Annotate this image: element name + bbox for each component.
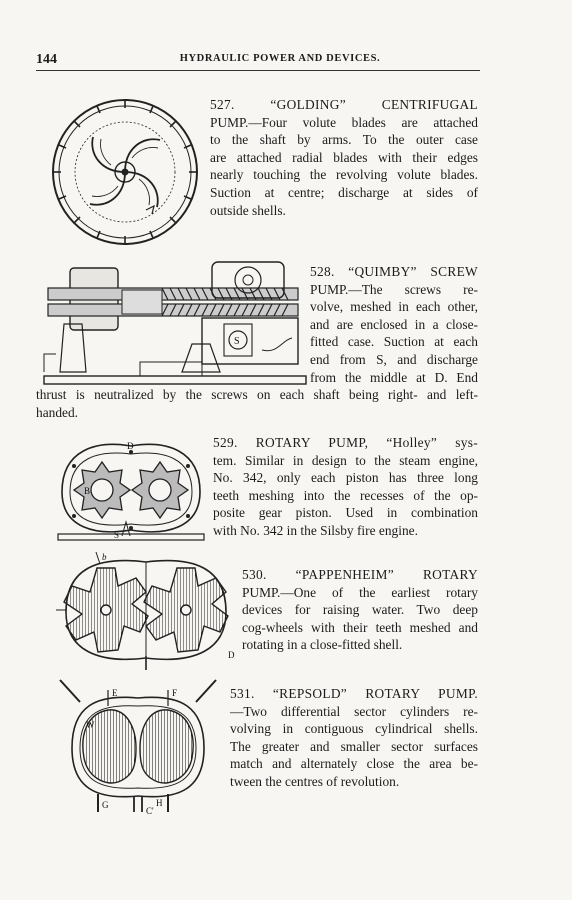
page-number: 144: [36, 52, 57, 67]
entry-527-line-3: to the shaft by arms. To the outer case: [210, 132, 478, 148]
entry-530-line-3: devices for raising water. Two deep: [242, 602, 478, 618]
entry-531-line-6: tween the centres of revolution.: [230, 773, 400, 789]
entry-528-line-5: fitted case. Suction at each: [310, 334, 478, 350]
figure-531-repsold-pump: E F W G H C': [56, 678, 220, 816]
figure-529-label-d: D: [127, 441, 134, 451]
figure-530-pappenheim-pump: b D: [56, 550, 238, 672]
entry-527-line-7: outside shells.: [210, 202, 286, 218]
entry-528-continued: thrust is neutralized by the screws on e…: [36, 386, 478, 421]
entry-527-line-2: PUMP.—Four volute blades are attached: [210, 114, 478, 130]
entry-527: 527. “GOLDING” CENTRIFUGAL PUMP.—Four vo…: [210, 96, 478, 219]
figure-528-label-s: S: [234, 336, 240, 347]
entry-529-line-3: No. 342, only each piston has three long: [213, 470, 478, 486]
entry-527-line-6: Suction at centre; discharge at sides of: [210, 184, 478, 200]
figure-529-holley-rotary-pump: B D S: [56, 436, 206, 542]
entry-528-line-8: thrust is neutralized by the screws on e…: [36, 387, 478, 402]
entry-531-line-1: 531. “REPSOLD” ROTARY PUMP.: [230, 686, 478, 701]
entry-530-line-4: cog-wheels with their teeth meshed and: [242, 619, 478, 635]
entry-528-line-6: end from S, and discharge: [310, 351, 478, 367]
entry-529-line-6: with No. 342 in the Silsby fire engine.: [213, 522, 418, 538]
figure-530-label-d: D: [228, 650, 235, 660]
figure-531-label-w: W: [86, 720, 95, 730]
entry-528-line-3: volve, meshed in each other,: [310, 299, 478, 315]
figure-527-golding-pump: [48, 96, 202, 248]
entry-530-line-1: 530. “PAPPENHEIM” ROTARY: [242, 567, 478, 582]
figure-529-label-s: S: [114, 530, 119, 540]
page-header: 144 HYDRAULIC POWER AND DEVICES.: [36, 52, 524, 67]
figure-530-label-b: b: [102, 552, 107, 562]
entry-528-line-9: handed.: [36, 404, 79, 420]
entry-528-line-2: PUMP.—The screws re-: [310, 281, 478, 297]
entry-528-line-1: 528. “QUIMBY” SCREW: [310, 264, 478, 279]
entry-527-line-5: nearly touching the revolving volute bla…: [210, 167, 478, 183]
entry-530-line-2: PUMP.—One of the earliest rotary: [242, 584, 478, 600]
header-rule: [36, 70, 480, 71]
entry-529-line-2: tem. Similar in design to the steam engi…: [213, 452, 478, 468]
figure-529-label-b: B: [84, 486, 90, 496]
entry-530-line-5: rotating in a close-fitted shell.: [242, 637, 403, 653]
entry-531-line-5: match and alternately close the area be-: [230, 756, 478, 772]
figure-531-label-g: G: [102, 800, 109, 810]
entry-531-line-3: volving in contiguous cylindrical shells…: [230, 721, 478, 737]
figure-531-label-c-prime: C': [146, 806, 154, 816]
figure-531-label-h: H: [156, 798, 163, 808]
entry-529-line-4: teeth meshing into the recesses of the o…: [213, 487, 478, 503]
entry-528-line-4: and are enclosed in a close-: [310, 316, 478, 332]
entry-531: 531. “REPSOLD” ROTARY PUMP. —Two differe…: [230, 685, 478, 791]
entry-531-line-2: —Two differential sector cylinders re-: [230, 703, 478, 719]
running-title: HYDRAULIC POWER AND DEVICES.: [179, 53, 381, 64]
entry-528: 528. “QUIMBY” SCREW PUMP.—The screws re-…: [310, 263, 478, 386]
entry-528-line-7: from the middle at D. End: [310, 369, 478, 385]
entry-527-line-4: are attached radial blades with their ed…: [210, 149, 478, 165]
entry-529: 529. ROTARY PUMP, “Holley” sys- tem. Sim…: [213, 434, 478, 540]
entry-529-line-5: posite gear piston. Used in combination: [213, 505, 478, 521]
figure-531-label-e: E: [112, 688, 118, 698]
entry-531-line-4: The greater and smaller sector surfaces: [230, 738, 478, 754]
entry-529-line-1: 529. ROTARY PUMP, “Holley” sys-: [213, 435, 478, 450]
entry-527-line-1: 527. “GOLDING” CENTRIFUGAL: [210, 97, 478, 112]
entry-530: 530. “PAPPENHEIM” ROTARY PUMP.—One of th…: [242, 566, 478, 654]
figure-528-quimby-screw-pump: S: [42, 254, 308, 390]
figure-531-label-f: F: [172, 688, 177, 698]
